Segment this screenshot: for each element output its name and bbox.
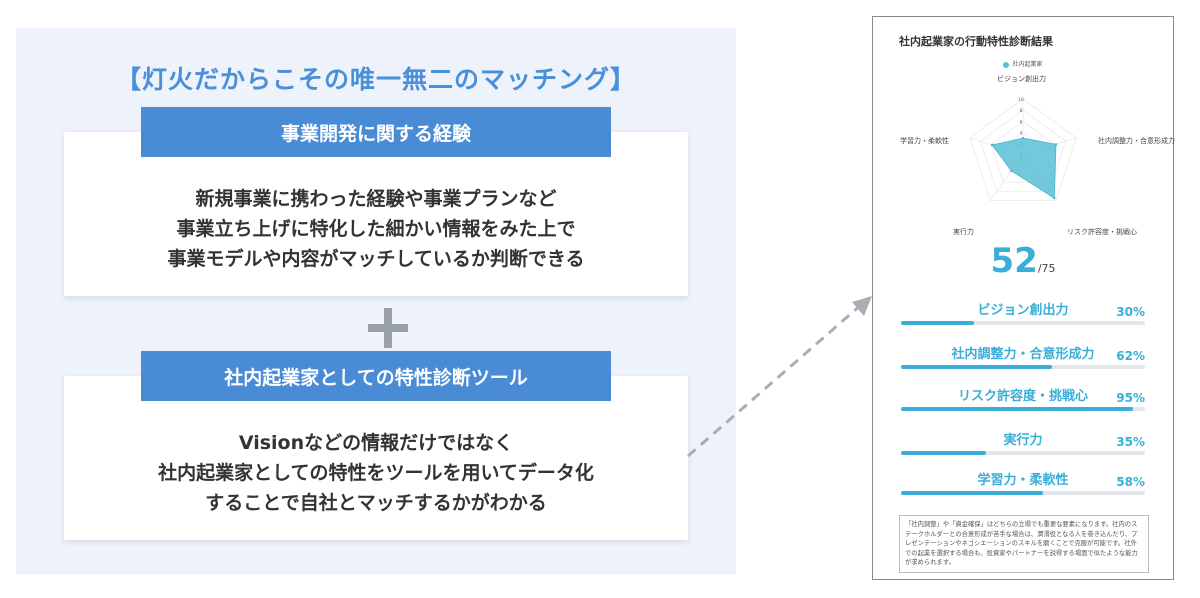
trait-bar: ビジョン創出力 30%: [901, 299, 1145, 339]
trait-label: 学習力・柔軟性: [977, 473, 1069, 488]
trait-bar-fill: [901, 321, 975, 325]
radar-tick-label: 10: [1018, 97, 1024, 103]
diagnosis-card-heading: 社内起業家としての特性診断ツール: [141, 351, 611, 401]
trait-bar: 実行力 35%: [901, 429, 1145, 469]
dashed-arrow-icon: [687, 296, 872, 458]
radar-tick-label: 6: [1020, 119, 1023, 125]
radar-axis-label: 実行力: [953, 228, 974, 236]
experience-line: 新規事業に携わった経験や事業プランなど: [195, 188, 557, 210]
main-title: 【灯火だからこその唯一無二のマッチング】: [115, 65, 636, 94]
radar-grid-ring: [980, 109, 1066, 192]
trait-label: 社内調整力・合意形成力: [951, 347, 1095, 362]
trait-bar: リスク許容度・挑戦心 95%: [901, 385, 1145, 425]
result-title: 社内起業家の行動特性診断結果: [899, 35, 1053, 48]
radar-tick-label: 8: [1020, 108, 1023, 114]
trait-bar-fill: [901, 451, 987, 455]
experience-line: 事業立ち上げに特化した細かい情報をみた上で: [176, 218, 576, 240]
radar-axis-label: ビジョン創出力: [997, 75, 1046, 83]
trait-percent: 95%: [1116, 391, 1145, 405]
radar-series-area: [991, 137, 1057, 199]
result-note: 「社内調整」や「資金確保」はどちらの立場でも重要な要素になります。社内のステーク…: [899, 515, 1149, 573]
radar-legend: 社内起業家: [873, 59, 1173, 68]
radar-point: [1054, 143, 1058, 146]
radar-point: [990, 143, 994, 147]
legend-swatch: [1003, 61, 1010, 68]
score-value: 52: [990, 241, 1038, 281]
radar-axis-label: 社内調整力・合意形成力: [1098, 137, 1175, 145]
total-score: 52/75: [873, 241, 1173, 281]
trait-percent: 58%: [1116, 475, 1145, 489]
trait-label: ビジョン創出力: [977, 303, 1069, 318]
radar-grid-ring: [990, 121, 1056, 183]
diagnosis-result-panel: 社内起業家の行動特性診断結果 社内起業家 1086420 ビジョン創出力 社内調…: [872, 16, 1175, 580]
trait-bar-fill: [901, 491, 1043, 495]
trait-bar-fill: [901, 407, 1133, 411]
legend-label: 社内起業家: [1012, 61, 1043, 68]
diagnosis-line: 社内起業家としての特性をツールを用いてデータ化: [158, 462, 594, 484]
radar-chart: 1086420: [969, 97, 1077, 201]
experience-card: 事業開発に関する経験 新規事業に携わった経験や事業プランなど 事業立ち上げに特化…: [64, 107, 688, 296]
radar-axis-label: リスク許容度・挑戦心: [1067, 228, 1137, 236]
radar-axis-label: 学習力・柔軟性: [900, 137, 949, 145]
trait-percent: 62%: [1116, 349, 1145, 363]
diagnosis-card-body: Visionなどの情報だけではなく 社内起業家としての特性をツールを用いてデータ…: [64, 428, 688, 518]
experience-card-body: 新規事業に携わった経験や事業プランなど 事業立ち上げに特化した細かい情報をみた上…: [64, 184, 688, 274]
radar-point: [1053, 196, 1056, 200]
trait-percent: 30%: [1116, 305, 1145, 319]
diagnosis-card: 社内起業家としての特性診断ツール Visionなどの情報だけではなく 社内起業家…: [64, 351, 688, 540]
experience-card-heading: 事業開発に関する経験: [141, 107, 611, 157]
trait-label: リスク許容度・挑戦心: [957, 389, 1088, 404]
trait-label: 実行力: [1003, 433, 1043, 448]
radar-tick-label: 4: [1020, 131, 1023, 137]
radar-point: [1021, 137, 1025, 140]
radar-grid-ring: [969, 98, 1077, 201]
experience-line: 事業モデルや内容がマッチしているか判断できる: [167, 248, 585, 270]
radar-point: [1010, 169, 1013, 173]
diagnosis-line: Visionなどの情報だけではなく: [238, 432, 514, 454]
left-panel: 【灯火だからこその唯一無二のマッチング】 事業開発に関する経験 新規事業に携わっ…: [16, 28, 736, 574]
trait-bar: 社内調整力・合意形成力 62%: [901, 343, 1145, 383]
trait-percent: 35%: [1116, 435, 1145, 449]
trait-bar-fill: [901, 365, 1053, 369]
plus-icon: [368, 308, 408, 348]
diagnosis-line: することで自社とマッチするかがわかる: [205, 492, 547, 514]
trait-bar: 学習力・柔軟性 58%: [901, 469, 1145, 509]
score-total: /75: [1037, 262, 1056, 275]
